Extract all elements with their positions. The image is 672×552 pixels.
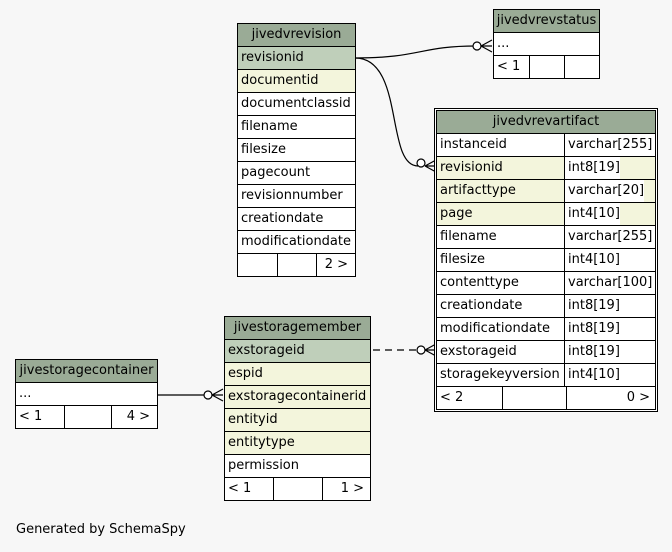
children-count[interactable] xyxy=(565,56,595,78)
column-name: artifacttype xyxy=(437,180,565,202)
column-row: filename xyxy=(238,116,355,139)
column-type: varchar[255] xyxy=(568,137,653,152)
column-row: entitytype xyxy=(225,432,370,455)
rel-revstatus-optional-marker xyxy=(472,41,482,51)
column-row: artifacttype varchar[20] xyxy=(437,180,655,203)
column-row: permission xyxy=(225,455,370,478)
column-name: exstorageid xyxy=(437,341,565,363)
column-type: int8[19] xyxy=(568,321,620,336)
column-row: contenttype varchar[100] xyxy=(437,272,655,295)
parents-count[interactable]: < 1 xyxy=(494,56,530,78)
column-name: storagekeyversion xyxy=(437,364,565,386)
column-row: revisionid xyxy=(238,47,355,70)
parents-count[interactable]: < 1 xyxy=(225,478,274,500)
table-footer: < 2 0 > xyxy=(437,387,655,409)
column-type: varchar[100] xyxy=(568,275,653,290)
column-row: storagekeyversion int4[10] xyxy=(437,364,655,387)
footer-spacer xyxy=(274,478,323,500)
generated-by-label: Generated by SchemaSpy xyxy=(16,522,186,537)
column-row: filesize int4[10] xyxy=(437,249,655,272)
column-row: instanceid varchar[255] xyxy=(437,134,655,157)
table-title[interactable]: jivestoragemember xyxy=(225,317,370,340)
column-row: ... xyxy=(16,383,157,406)
column-row: exstoragecontainerid xyxy=(225,386,370,409)
table-jivestoragecontainer[interactable]: jivestoragecontainer ... < 1 4 > xyxy=(15,359,158,429)
children-count[interactable]: 2 > xyxy=(324,257,348,272)
table-footer: < 1 4 > xyxy=(16,406,157,428)
table-jivedvrevartifact[interactable]: jivedvrevartifact instanceid varchar[255… xyxy=(434,108,658,412)
column-row: creationdate xyxy=(238,208,355,231)
column-row: modificationdate xyxy=(238,231,355,254)
column-row: documentclassid xyxy=(238,93,355,116)
footer-spacer xyxy=(278,254,317,276)
footer-spacer xyxy=(503,387,567,409)
table-title[interactable]: jivedvrevartifact xyxy=(437,111,655,134)
column-name: modificationdate xyxy=(437,318,565,340)
table-jivedvrevstatus[interactable]: jivedvrevstatus ... < 1 xyxy=(493,9,600,79)
children-count[interactable]: 0 > xyxy=(626,390,650,405)
column-type: int4[10] xyxy=(568,252,620,267)
table-footer: 2 > xyxy=(238,254,355,276)
column-row: revisionnumber xyxy=(238,185,355,208)
column-name: instanceid xyxy=(437,134,565,156)
rel-storagemember-optional-marker xyxy=(203,390,213,400)
column-type: int4[10] xyxy=(565,203,620,225)
column-type: varchar[20] xyxy=(565,180,645,202)
column-row: modificationdate int8[19] xyxy=(437,318,655,341)
parents-count[interactable]: < 1 xyxy=(16,406,65,428)
column-name: filesize xyxy=(437,249,565,271)
table-jivedvrevision[interactable]: jivedvrevision revisionid documentid doc… xyxy=(237,23,356,277)
table-title[interactable]: jivedvrevstatus xyxy=(494,10,599,33)
column-row: entityid xyxy=(225,409,370,432)
footer-spacer xyxy=(530,56,565,78)
column-row: exstorageid xyxy=(225,340,370,363)
column-row: filename varchar[255] xyxy=(437,226,655,249)
column-name: filename xyxy=(437,226,565,248)
column-type: varchar[255] xyxy=(568,229,653,244)
column-type: int8[19] xyxy=(568,344,620,359)
parents-count[interactable]: < 2 xyxy=(437,387,503,409)
column-row: page int4[10] xyxy=(437,203,655,226)
rel-revstatus-crowfoot xyxy=(480,39,493,53)
column-row: filesize xyxy=(238,139,355,162)
column-name: page xyxy=(437,203,565,225)
footer-spacer xyxy=(65,406,112,428)
column-name: creationdate xyxy=(437,295,565,317)
column-row: espid xyxy=(225,363,370,386)
table-title[interactable]: jivestoragecontainer xyxy=(16,360,157,383)
column-row: documentid xyxy=(238,70,355,93)
column-type: int8[19] xyxy=(568,298,620,313)
table-jivestoragemember[interactable]: jivestoragemember exstorageid espid exst… xyxy=(224,316,371,501)
rel-revartifact-optional-marker xyxy=(416,158,426,168)
children-count[interactable]: 4 > xyxy=(126,409,150,424)
rel-storagemember-crowfoot xyxy=(211,388,224,402)
children-count[interactable]: 1 > xyxy=(340,481,364,496)
rel-revision-revstatus xyxy=(354,45,477,59)
table-title[interactable]: jivedvrevision xyxy=(238,24,355,47)
column-type: int8[19] xyxy=(565,157,620,179)
table-footer: < 1 xyxy=(494,56,599,78)
rel-revision-revartifact xyxy=(354,57,419,167)
column-name: revisionid xyxy=(437,157,565,179)
column-row: ... xyxy=(494,33,599,56)
table-footer: < 1 1 > xyxy=(225,478,370,500)
parents-count[interactable] xyxy=(238,254,278,276)
column-row: pagecount xyxy=(238,162,355,185)
rel-revartifact-exstorage-optional-marker xyxy=(416,345,426,355)
column-type: int4[10] xyxy=(568,367,620,382)
column-name: contenttype xyxy=(437,272,565,294)
column-row: creationdate int8[19] xyxy=(437,295,655,318)
column-row: exstorageid int8[19] xyxy=(437,341,655,364)
column-row: revisionid int8[19] xyxy=(437,157,655,180)
